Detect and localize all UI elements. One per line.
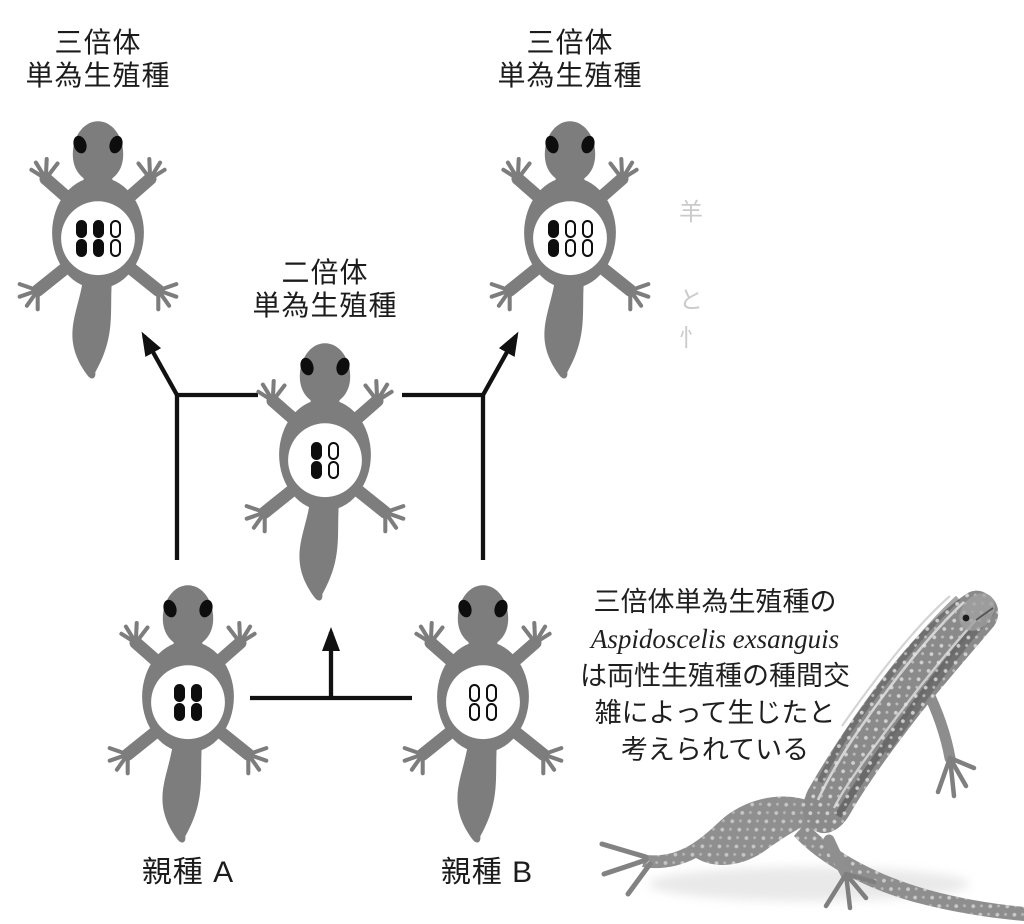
ghost-artifact-1: 羊: [679, 199, 703, 226]
label-line: 単為生殖種: [252, 290, 398, 321]
chromosome-b: [328, 441, 339, 479]
label-diploid-center: 二倍体 単為生殖種: [225, 256, 425, 322]
label-line: 二倍体: [281, 257, 369, 288]
caption-line: 三倍体単為生殖種の: [593, 587, 837, 617]
label-line: 単為生殖種: [497, 60, 643, 91]
lizard-triploid-left: [8, 114, 188, 384]
lizard-parent-b: [393, 578, 573, 848]
chromosome-b: [486, 683, 497, 721]
chromosome-a: [547, 219, 559, 257]
lizard-triploid-right: [480, 114, 660, 384]
label-line: 親種 B: [440, 856, 534, 889]
lizard-photo: [599, 590, 1024, 921]
label-triploid-right: 三倍体 単為生殖種: [470, 26, 670, 92]
karyotype: [285, 423, 365, 497]
chromosome-b: [581, 219, 593, 257]
chromosome-a: [311, 441, 322, 479]
caption-line: 雑によって生じたと: [594, 698, 836, 728]
ghost-artifact-2: と: [679, 287, 703, 314]
caption-line: 考えられている: [620, 735, 810, 765]
chromosome-b: [109, 219, 121, 257]
photo-caption: 三倍体単為生殖種の Aspidoscelis exsanguis は両性生殖種の…: [540, 584, 890, 769]
caption-line: は両性生殖種の種間交: [580, 661, 850, 691]
lizard-diploid-center: [235, 336, 415, 606]
ghost-artifact-3: 忄: [679, 325, 703, 352]
chromosome-a: [174, 683, 185, 721]
chromosome-b: [469, 683, 480, 721]
label-parent-b: 親種 B: [387, 856, 587, 889]
label-line: 三倍体: [526, 27, 614, 58]
label-line: 単為生殖種: [25, 60, 171, 91]
chromosome-a: [75, 219, 87, 257]
karyotype: [443, 665, 523, 739]
chromosome-a: [92, 219, 104, 257]
label-line: 三倍体: [54, 27, 142, 58]
chromosome-b: [564, 219, 576, 257]
label-line: 親種 A: [141, 856, 235, 889]
karyotype: [530, 201, 610, 275]
lizard-parent-a: [98, 578, 278, 848]
label-parent-a: 親種 A: [88, 856, 288, 889]
karyotype: [58, 201, 138, 275]
karyotype: [148, 665, 228, 739]
lizard-photo-eye: [962, 614, 970, 622]
chromosome-a: [191, 683, 202, 721]
label-triploid-left: 三倍体 単為生殖種: [0, 26, 196, 92]
caption-species-name: Aspidoscelis exsanguis: [590, 624, 840, 654]
